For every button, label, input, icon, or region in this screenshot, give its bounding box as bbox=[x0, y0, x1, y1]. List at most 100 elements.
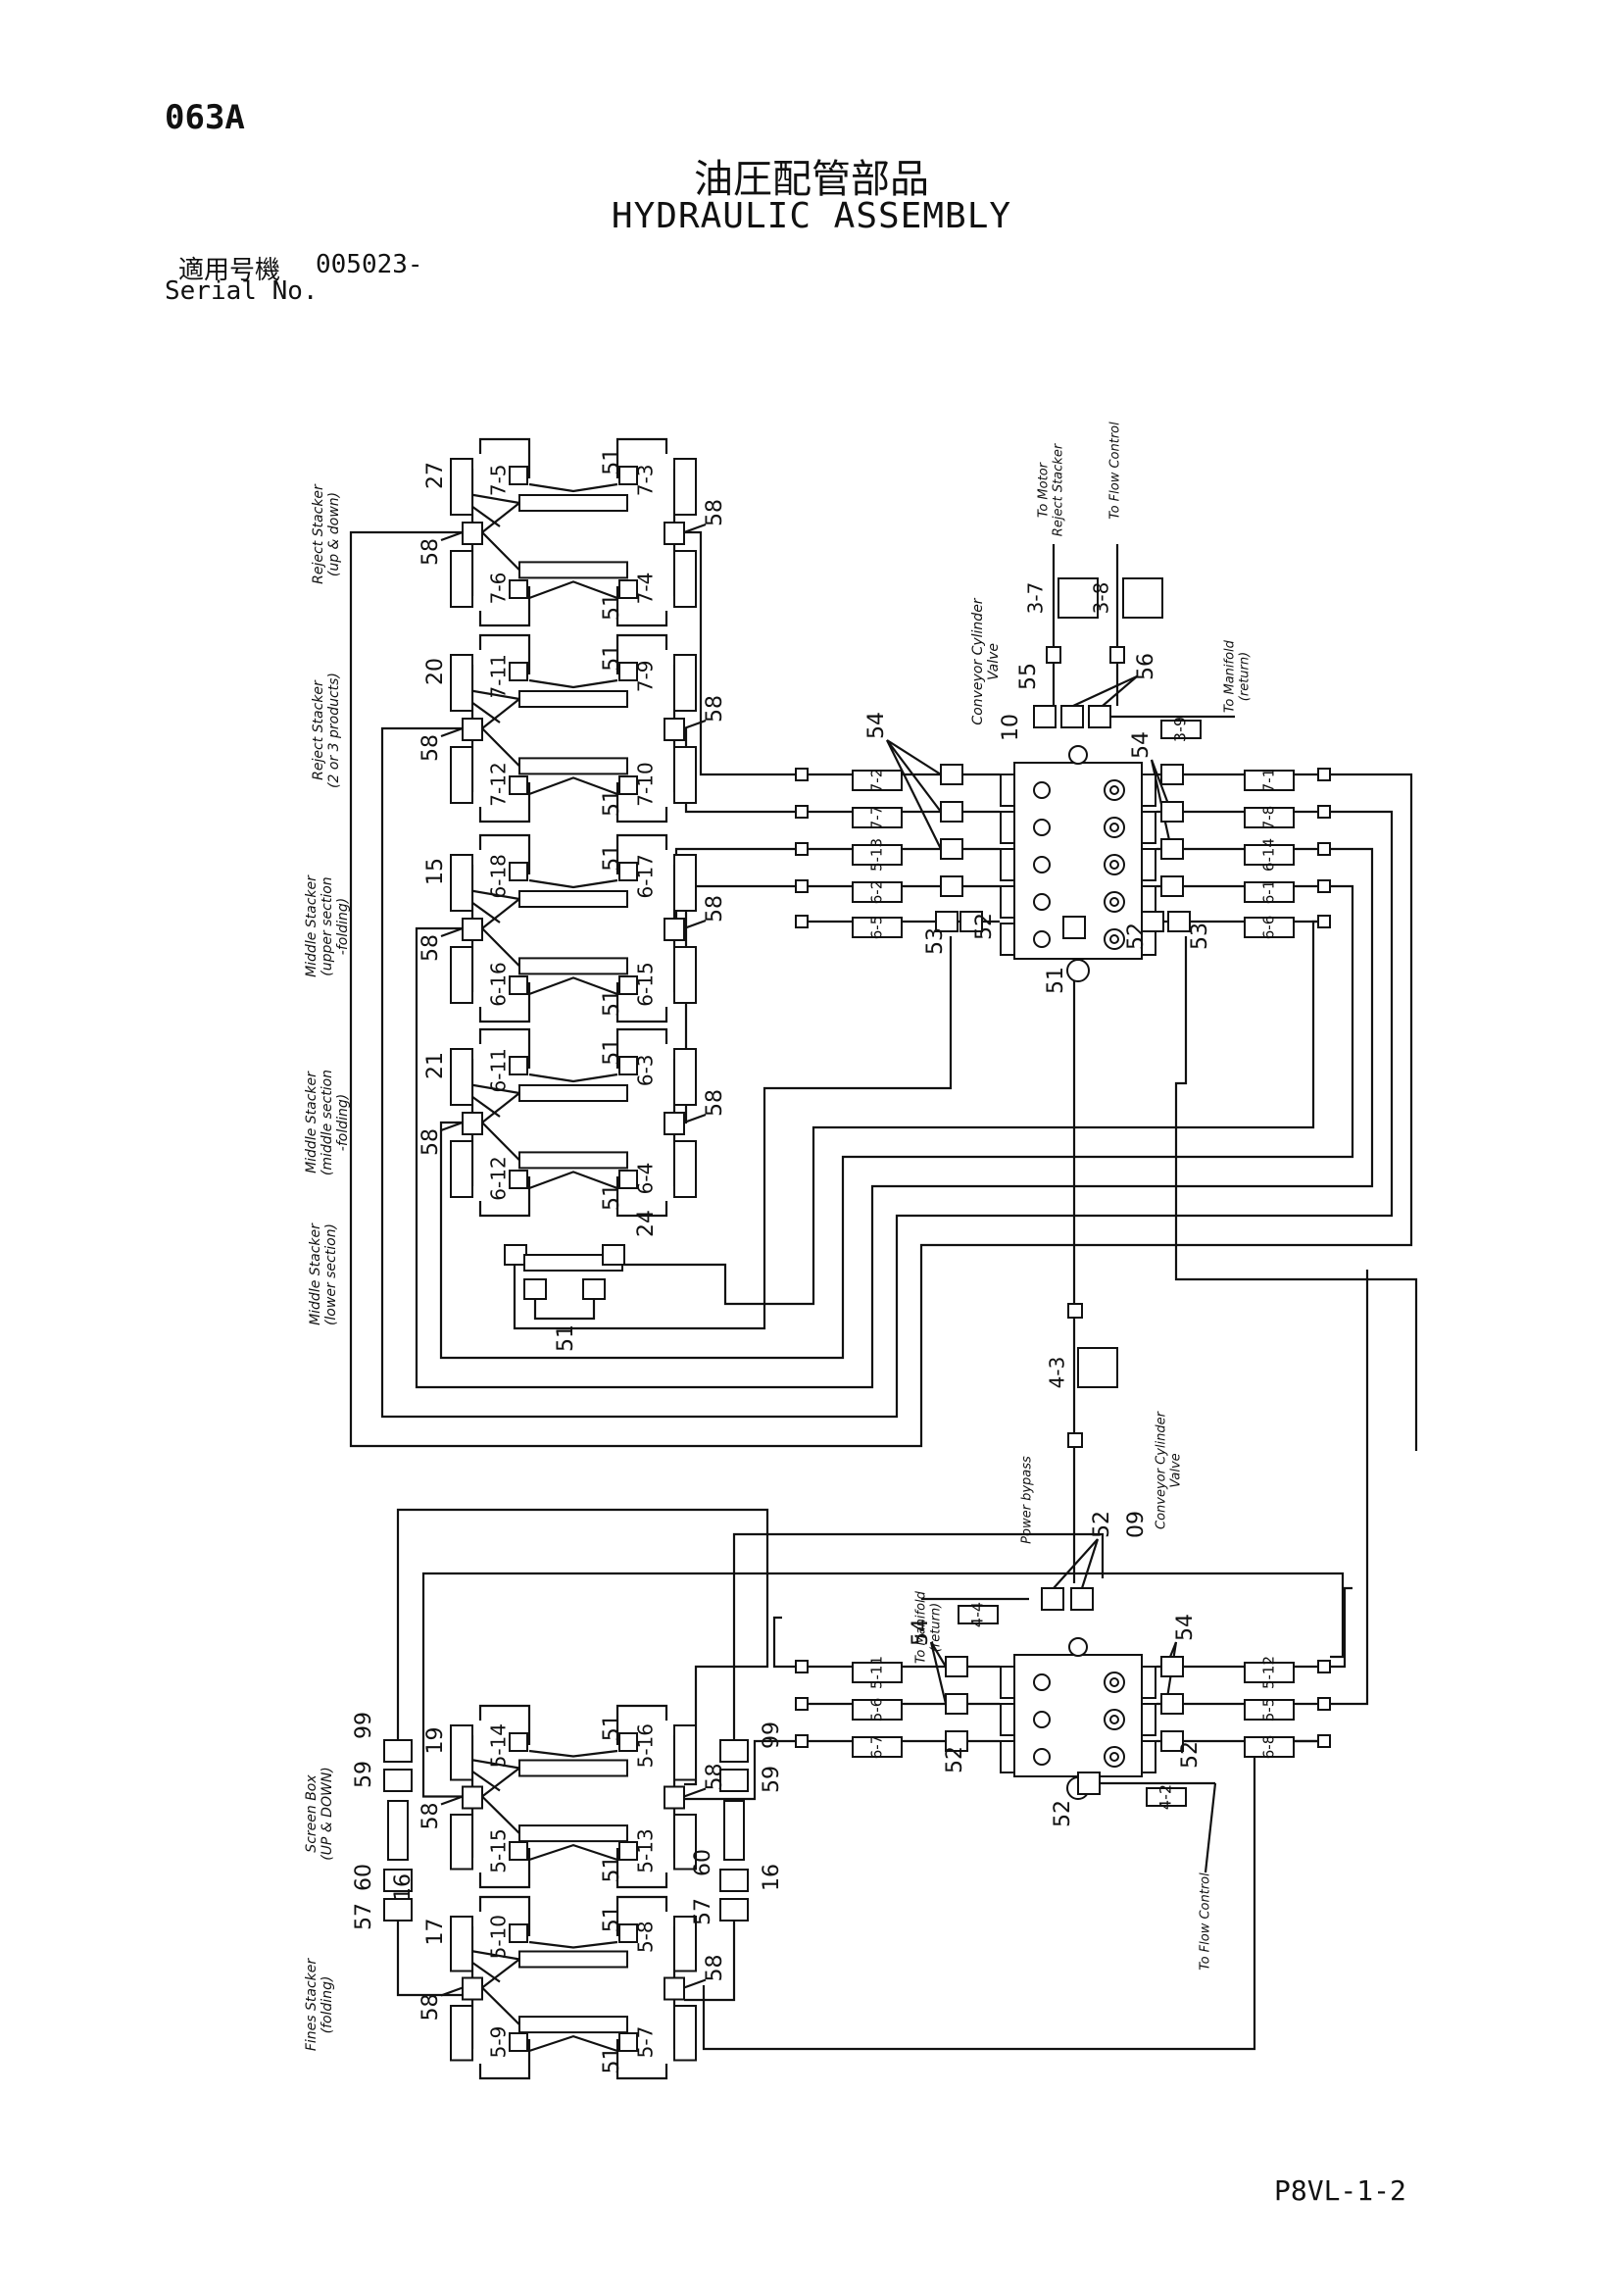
callout: 52 bbox=[1124, 923, 1149, 950]
hydraulic-cylinder bbox=[518, 1824, 628, 1843]
hose-end bbox=[1317, 915, 1331, 928]
hose-tag: 5-13 bbox=[868, 838, 886, 872]
group-label: (folding) bbox=[320, 1976, 335, 2034]
valve-spool-end bbox=[1141, 848, 1156, 881]
valve-spool-end bbox=[1141, 774, 1156, 807]
fitting bbox=[602, 1244, 625, 1266]
title-english: HYDRAULIC ASSEMBLY bbox=[611, 196, 1012, 236]
hose-line bbox=[440, 1795, 464, 1806]
hose-tag: 3-7 bbox=[1024, 582, 1048, 615]
hose-end bbox=[1317, 879, 1331, 893]
spool-handle-center bbox=[1109, 860, 1119, 870]
hose-tag-box bbox=[1160, 720, 1202, 739]
fitting bbox=[618, 775, 638, 795]
callout: 58 bbox=[418, 734, 443, 762]
hose-tag: 4-3 bbox=[1046, 1357, 1069, 1389]
cylinder-label: 6-4 bbox=[634, 1163, 658, 1195]
hose-line bbox=[439, 884, 1354, 1360]
callout: 51 bbox=[600, 593, 624, 621]
side-cylinder bbox=[673, 1140, 697, 1198]
hose-line bbox=[481, 727, 520, 768]
hose-tag-box bbox=[958, 1605, 999, 1624]
side-cylinder bbox=[673, 550, 697, 608]
hose-line bbox=[528, 776, 618, 796]
valve-spool-end bbox=[1000, 1703, 1015, 1736]
fitting bbox=[618, 579, 638, 599]
fitting bbox=[719, 1739, 749, 1763]
serial-label-english: Serial No. bbox=[165, 276, 319, 306]
hose-line bbox=[396, 1921, 463, 1997]
callout: 16 bbox=[391, 1873, 416, 1901]
callout: 16 bbox=[760, 1864, 784, 1891]
side-cylinder bbox=[673, 746, 697, 804]
hose-tag-box bbox=[1244, 917, 1295, 938]
hose-tag: 5-5 bbox=[1260, 1698, 1278, 1722]
fitting bbox=[1141, 911, 1164, 932]
hose-line bbox=[1053, 1538, 1099, 1589]
fitting bbox=[383, 1898, 413, 1922]
spool-handle-center bbox=[1109, 897, 1119, 907]
hose-tag-box bbox=[1244, 844, 1295, 866]
hose-tag-box bbox=[1057, 577, 1099, 619]
callout: 52 bbox=[1090, 1511, 1114, 1538]
hose-tag-box bbox=[852, 1699, 903, 1721]
fitting bbox=[940, 875, 963, 897]
fitting bbox=[719, 1769, 749, 1792]
hose-line bbox=[683, 1113, 707, 1124]
fitting bbox=[945, 1730, 968, 1752]
manifold bbox=[664, 918, 685, 941]
cylinder-label: 7-4 bbox=[634, 573, 658, 605]
hose-line bbox=[684, 1739, 796, 1801]
callout: 58 bbox=[418, 934, 443, 962]
fitting bbox=[509, 775, 528, 795]
hose-tag: 6-5 bbox=[868, 916, 886, 940]
cylinder-label: 7-3 bbox=[634, 464, 658, 496]
hose-tag: 6-7 bbox=[868, 1735, 886, 1760]
fitting bbox=[383, 1869, 413, 1892]
valve-spool-end bbox=[1000, 1740, 1015, 1773]
cylinder-label: 5-7 bbox=[634, 2026, 658, 2059]
hose-line bbox=[528, 580, 618, 600]
hose-line bbox=[1330, 1586, 1352, 1669]
spool-port bbox=[1033, 781, 1051, 799]
inlet-port bbox=[1066, 959, 1090, 982]
hose-line bbox=[478, 1176, 531, 1218]
fitting bbox=[618, 1056, 638, 1075]
group-label: (upper section bbox=[320, 876, 335, 975]
group-label: -folding) bbox=[335, 898, 351, 955]
group-label: (2 or 3 products) bbox=[326, 673, 342, 788]
callout: 60 bbox=[352, 1864, 376, 1891]
callout: 57 bbox=[691, 1898, 715, 1925]
side-cylinder bbox=[450, 654, 473, 712]
fitting bbox=[582, 1278, 606, 1300]
fitting bbox=[509, 862, 528, 881]
hydraulic-cylinder bbox=[518, 1084, 628, 1102]
fitting bbox=[1160, 801, 1184, 823]
hose-line bbox=[528, 1073, 618, 1083]
group-label: (return) bbox=[929, 1603, 944, 1652]
callout: 58 bbox=[703, 499, 727, 526]
group-label: To Manifold bbox=[914, 1590, 929, 1664]
hose-line bbox=[528, 482, 618, 493]
callout: 54 bbox=[1173, 1614, 1198, 1641]
hose-line bbox=[478, 633, 531, 674]
manifold bbox=[664, 1112, 685, 1135]
hose-end bbox=[795, 1697, 809, 1711]
hose-line bbox=[396, 1508, 769, 1786]
fitting bbox=[509, 1841, 528, 1861]
side-cylinder bbox=[673, 1724, 697, 1781]
hose-line bbox=[528, 678, 618, 689]
hose-line bbox=[684, 1921, 736, 2002]
side-cylinder bbox=[673, 854, 697, 912]
hose-line bbox=[528, 1171, 618, 1190]
spool-port bbox=[1033, 1711, 1051, 1728]
callout: 27 bbox=[423, 462, 448, 489]
side-cylinder bbox=[673, 1048, 697, 1106]
spool-handle-center bbox=[1109, 785, 1119, 795]
group-label: Middle Stacker bbox=[308, 1223, 323, 1325]
hose-line bbox=[478, 1704, 531, 1745]
callout: 59 bbox=[760, 1766, 784, 1793]
side-cylinder bbox=[450, 1048, 473, 1106]
hydraulic-cylinder bbox=[518, 757, 628, 775]
fitting bbox=[935, 911, 959, 932]
